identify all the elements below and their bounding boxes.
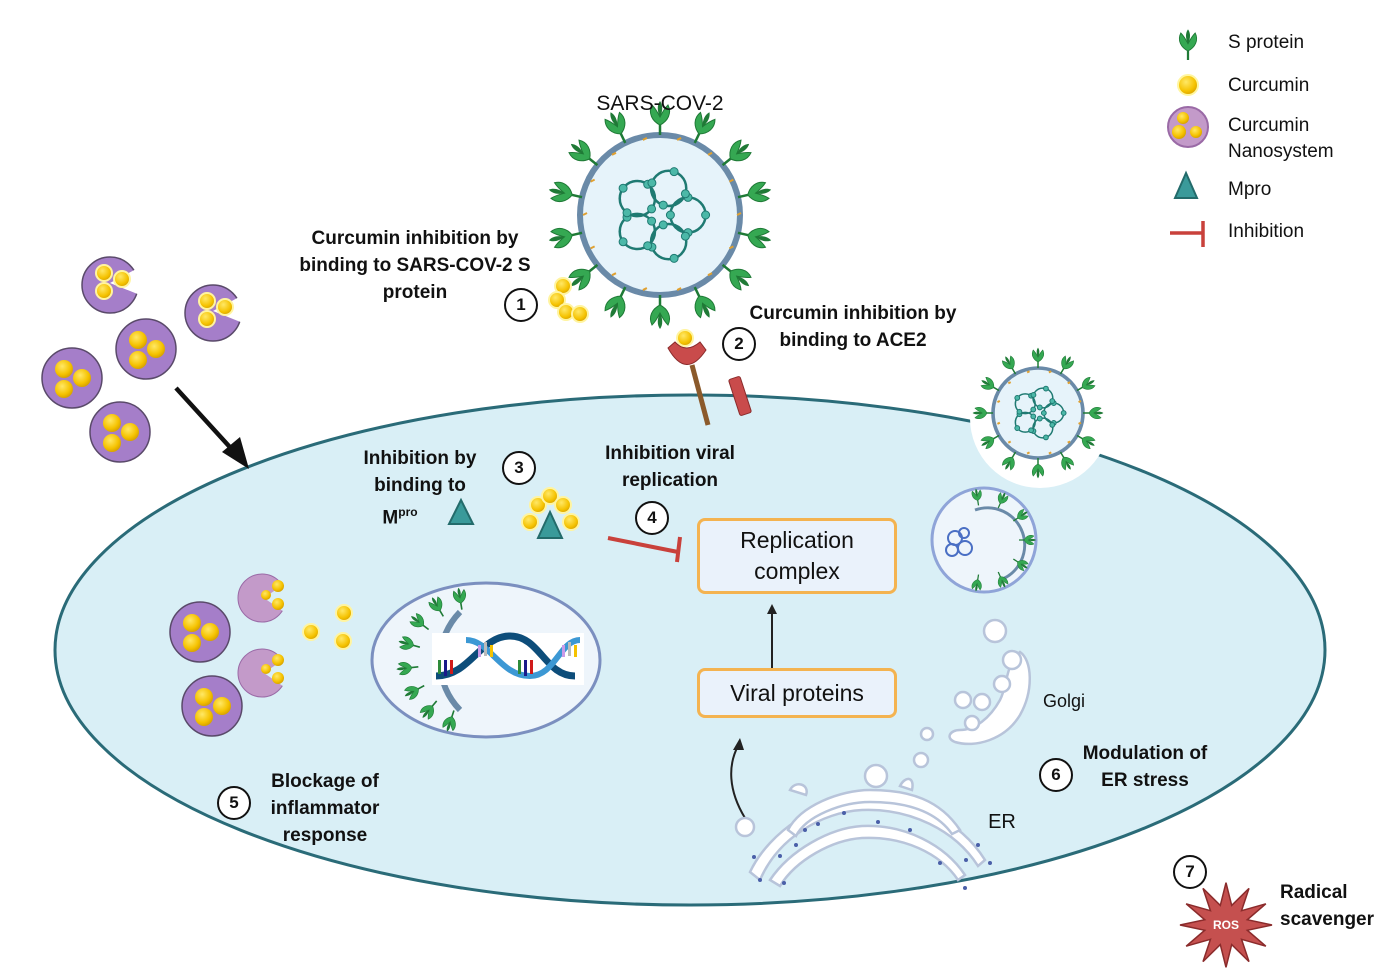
mpro-icon bbox=[447, 497, 475, 525]
step-3-badge: 3 bbox=[502, 451, 536, 485]
inhibition-legend-icon bbox=[1170, 221, 1205, 247]
legend-label-curcumin: Curcumin bbox=[1228, 75, 1310, 96]
step-2-badge: 2 bbox=[722, 327, 756, 361]
ros-star bbox=[1179, 882, 1273, 968]
replication-complex-box: Replication complex bbox=[697, 518, 897, 594]
step-4-badge: 4 bbox=[635, 501, 669, 535]
step-5-line-2: inflammator bbox=[270, 798, 380, 819]
budding-virus bbox=[971, 346, 1105, 480]
step-7-badge: 7 bbox=[1173, 855, 1207, 889]
step-2-line-2: binding to ACE2 bbox=[779, 330, 927, 351]
spike-protein bbox=[649, 293, 671, 331]
inflammation-cluster bbox=[169, 573, 353, 737]
step-5-label: Blockage of inflammator response bbox=[255, 768, 395, 849]
curcumin-nanosystem-icon bbox=[1167, 106, 1209, 148]
step-4-label: Inhibition viral replication bbox=[590, 440, 750, 494]
legend-label-s-protein: S protein bbox=[1228, 32, 1305, 53]
entry-arrow bbox=[174, 386, 249, 469]
step-6-line-2: ER stress bbox=[1101, 770, 1189, 791]
step-2-line-1: Curcumin inhibition by bbox=[749, 303, 957, 324]
step-4-line-2: replication bbox=[621, 470, 719, 491]
legend-label-mpro: Mpro bbox=[1228, 179, 1272, 200]
curcumin-mpro-complex bbox=[521, 487, 580, 539]
er-label: ER bbox=[988, 811, 1016, 833]
legend-label-nanosystem-2: Nanosystem bbox=[1228, 141, 1334, 162]
nanosystem-cluster bbox=[41, 256, 243, 463]
step-5-line-3: response bbox=[282, 825, 368, 846]
legend-icons bbox=[1167, 28, 1209, 247]
step-3-line-1: Inhibition by bbox=[363, 448, 477, 469]
step-6-badge: 6 bbox=[1039, 758, 1073, 792]
ros-label: ROS bbox=[1212, 918, 1239, 932]
arrow-er-to-proteins bbox=[730, 738, 746, 819]
step-2-label: Curcumin inhibition by binding to ACE2 bbox=[738, 300, 968, 354]
golgi bbox=[948, 618, 1031, 746]
replication-line-1: Replication bbox=[740, 527, 854, 553]
step-3-line-3: Mpro bbox=[382, 505, 418, 529]
step-7-line-1: Radical bbox=[1280, 882, 1348, 903]
viral-proteins-box: Viral proteins bbox=[697, 668, 897, 718]
legend-label-nanosystem-1: Curcumin bbox=[1228, 115, 1310, 136]
legend-label-inhibition: Inhibition bbox=[1228, 221, 1305, 242]
curcumin-icon bbox=[1177, 74, 1199, 96]
mpro-legend-icon bbox=[1173, 170, 1199, 199]
ribosomes bbox=[752, 811, 992, 890]
step-1-line-2: binding to SARS-COV-2 S bbox=[299, 255, 531, 276]
virus-title: SARS-COV-2 bbox=[596, 92, 724, 115]
step-4-line-1: Inhibition viral bbox=[605, 443, 735, 464]
step-1-line-1: Curcumin inhibition by bbox=[311, 228, 519, 249]
step-1-badge: 1 bbox=[504, 288, 538, 322]
step-3-label: Inhibition by binding to Mpro bbox=[350, 445, 490, 531]
endoplasmic-reticulum bbox=[748, 777, 987, 888]
step-5-badge: 5 bbox=[217, 786, 251, 820]
arrow-proteins-to-replication bbox=[767, 604, 777, 670]
step-1-label: Curcumin inhibition by binding to SARS-C… bbox=[290, 225, 540, 306]
inhibition-symbol bbox=[607, 536, 682, 563]
golgi-label: Golgi bbox=[1042, 691, 1086, 711]
step-6-label: Modulation of ER stress bbox=[1070, 740, 1220, 794]
step-1-line-3: protein bbox=[382, 282, 448, 303]
replication-line-2: complex bbox=[754, 558, 840, 584]
step-3-line-2: binding to bbox=[374, 475, 466, 496]
ace2-receptor bbox=[667, 329, 752, 426]
step-5-line-1: Blockage of bbox=[271, 771, 379, 792]
step-6-line-1: Modulation of bbox=[1082, 743, 1208, 764]
endosome bbox=[370, 581, 602, 739]
transport-vesicles bbox=[734, 726, 935, 838]
step-7-label: Radical scavenger bbox=[1280, 879, 1380, 933]
sars-cov-2-virus bbox=[545, 99, 775, 331]
step-7-line-2: scavenger bbox=[1280, 909, 1375, 930]
s-protein-icon bbox=[1178, 28, 1198, 62]
